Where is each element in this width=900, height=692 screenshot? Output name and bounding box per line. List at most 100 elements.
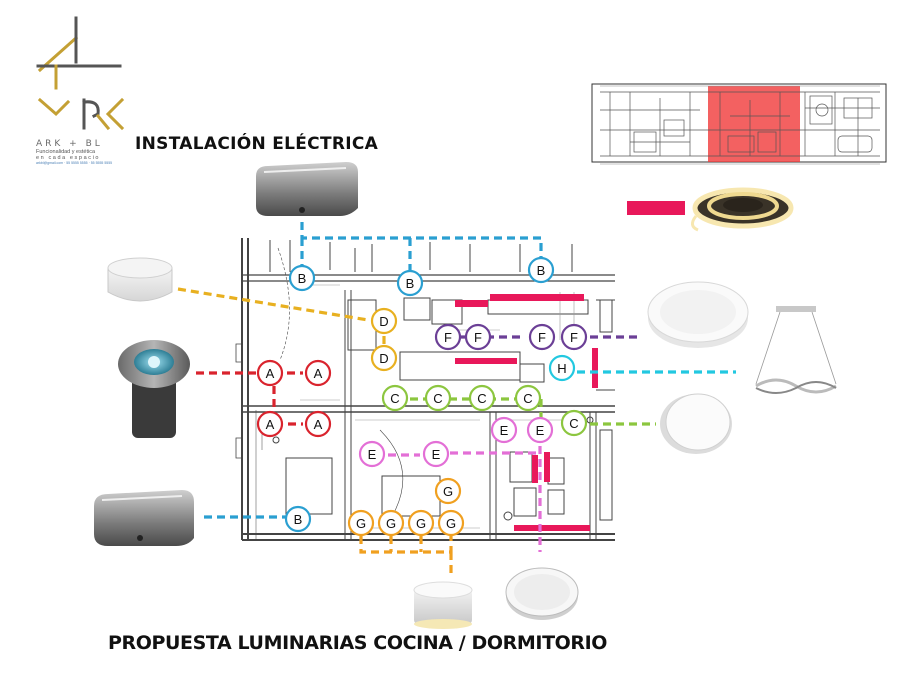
fixture-marker-label: E [500, 423, 509, 438]
fixture-marker-ring [377, 509, 405, 537]
fixture-marker-d: D [370, 307, 398, 335]
circuit-b-upper [300, 222, 543, 278]
fixture-marker-b: B [284, 505, 312, 533]
fixture-marker-ring [304, 410, 332, 438]
fixture-marker-ring [434, 477, 462, 505]
fixture-marker-label: A [314, 366, 323, 381]
downlight-e [505, 567, 579, 620]
fixture-marker-label: C [523, 391, 532, 406]
fixture-marker-f: F [528, 323, 556, 351]
fixture-marker-label: E [368, 447, 377, 462]
fixture-marker-a: A [304, 410, 332, 438]
fixture-marker-ring [407, 509, 435, 537]
fixture-marker-a: A [304, 359, 332, 387]
fixture-marker-ring [370, 344, 398, 372]
fixture-marker-label: D [379, 314, 388, 329]
fixture-marker-label: G [386, 516, 396, 531]
fixture-marker-label: G [356, 516, 366, 531]
fixture-marker-b: B [396, 269, 424, 297]
fixture-marker-label: D [379, 351, 388, 366]
fixture-marker-ring [464, 323, 492, 351]
fixture-marker-ring [526, 416, 554, 444]
fixture-marker-label: B [537, 263, 546, 278]
fixture-marker-g: G [437, 509, 465, 537]
fixture-marker-e: E [526, 416, 554, 444]
fixture-marker-label: B [298, 271, 307, 286]
fixture-marker-e: E [422, 440, 450, 468]
fixture-marker-a: A [256, 359, 284, 387]
fixture-marker-label: C [433, 391, 442, 406]
fixture-marker-label: F [538, 330, 546, 345]
fixture-marker-label: G [416, 516, 426, 531]
fixture-marker-label: B [406, 276, 415, 291]
fixture-marker-ring [284, 505, 312, 533]
downlight-g [413, 581, 473, 629]
led-strips [455, 294, 598, 531]
fixture-marker-ring [560, 323, 588, 351]
fixture-marker-e: E [490, 416, 518, 444]
fixture-marker-b: B [527, 256, 555, 284]
wall-sconce-bottom [94, 490, 194, 546]
brand-tagline-1: Funcionalidad y estética [36, 149, 96, 155]
page-subtitle: PROPUESTA LUMINARIAS COCINA / DORMITORIO [108, 632, 608, 654]
fixture-marker-ring [560, 409, 588, 437]
fixture-marker-ring [358, 440, 386, 468]
circuit-d [177, 287, 386, 346]
fixture-marker-c: C [468, 384, 496, 412]
brand-tagline-2: en cada espacio [36, 155, 101, 161]
fixture-marker-ring [434, 323, 462, 351]
brand-block: ARK + BL Funcionalidad y estética en cad… [36, 139, 136, 166]
fixture-marker-ring [527, 256, 555, 284]
fixture-marker-f: F [464, 323, 492, 351]
fixture-marker-label: H [557, 361, 566, 376]
fixture-marker-f: F [434, 323, 462, 351]
fixture-marker-ring [288, 264, 316, 292]
led-strip-swatch [627, 201, 685, 215]
brand-contact: arkbl@gmail.com · 55 5555 5555 · 55 5555… [36, 161, 113, 165]
fixture-marker-label: F [570, 330, 578, 345]
fixture-marker-c: C [424, 384, 452, 412]
circuit-g [359, 536, 453, 578]
fixture-marker-g: G [377, 509, 405, 537]
fixture-marker-label: A [314, 417, 323, 432]
downlight-c [660, 393, 732, 454]
fixture-marker-a: A [256, 410, 284, 438]
brand-name: ARK + BL [36, 139, 103, 149]
fixture-marker-f: F [560, 323, 588, 351]
wall-sconce-top [256, 162, 358, 216]
ceiling-light-round [647, 281, 749, 348]
downlight-surface-top [107, 257, 173, 302]
fixture-marker-label: C [390, 391, 399, 406]
fixture-marker-ring [468, 384, 496, 412]
fixture-marker-ring [490, 416, 518, 444]
fixture-marker-ring [381, 384, 409, 412]
led-strip-icon [691, 187, 794, 232]
fixture-marker-ring [304, 359, 332, 387]
fixture-marker-ring [370, 307, 398, 335]
fixture-marker-ring [256, 410, 284, 438]
ground-spotlight [118, 340, 190, 438]
fixture-marker-ring [347, 509, 375, 537]
fixture-marker-h: H [548, 354, 576, 382]
fixture-marker-c: C [381, 384, 409, 412]
fixture-marker-label: C [477, 391, 486, 406]
fixture-marker-label: A [266, 417, 275, 432]
fixture-marker-g: G [347, 509, 375, 537]
fixture-marker-label: B [294, 512, 303, 527]
fixture-marker-b: B [288, 264, 316, 292]
fixture-marker-label: C [569, 416, 578, 431]
fixture-marker-ring [422, 440, 450, 468]
fixture-marker-ring [437, 509, 465, 537]
brand-logo [36, 16, 125, 131]
fixture-marker-ring [396, 269, 424, 297]
fixture-marker-label: E [536, 423, 545, 438]
fixture-marker-label: G [443, 484, 453, 499]
fixture-marker-ring [528, 323, 556, 351]
circuit-a [196, 371, 303, 426]
key-plan [591, 83, 887, 165]
fixture-marker-c: C [560, 409, 588, 437]
fixture-marker-g: G [434, 477, 462, 505]
page-title: INSTALACIÓN ELÉCTRICA [135, 134, 379, 154]
